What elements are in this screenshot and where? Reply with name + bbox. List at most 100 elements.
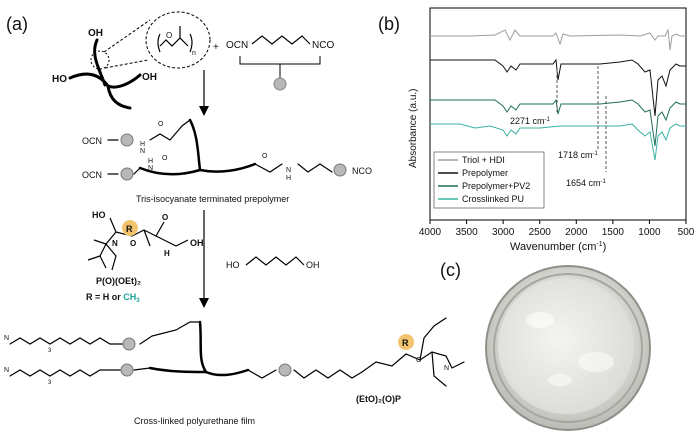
x-tick-label: 500 [678,227,695,238]
zoom-line-1 [103,19,151,53]
prepolymer-n-1: N [140,148,145,155]
r-definition-ch3-sub: 3 [136,298,140,304]
peak-2271-sup: -1 [545,117,551,123]
petri-dish-photo [485,265,651,431]
x-tick-label: 2500 [529,227,552,238]
r-definition-prefix: R = H or [86,292,123,302]
film-sphere-2 [120,363,134,377]
spectrum-prepolymer [430,58,686,117]
legend-label: Triol + HDI [462,155,505,165]
hdi-chain [251,35,311,45]
triol-structure [68,38,142,110]
film-sphere-1 [122,337,136,351]
prepolymer-n-2: N [148,165,153,172]
nitroxide-oh-end: OH [190,238,204,248]
film-n-left-top: N [4,335,9,342]
prepolymer-h-3: H [286,175,291,182]
prepolymer-o-2: O [162,155,168,162]
xlabel-main: Wavenumber (cm [510,241,596,253]
diol-oh: OH [306,260,320,270]
hdi-sphere-icon [273,77,287,91]
ftir-legend: Triol + HDI PrepolymerPrepolymer+PV2Cross… [433,151,545,209]
repeat-o: O [166,31,172,40]
dish-inner-rim [493,273,643,423]
triol-ho-left: HO [52,74,67,85]
r-definition-ch3: CH [123,292,136,302]
reaction-arrow-1 [199,70,209,116]
prepolymer-caption: Tris-isocyanate terminated prepolymer [136,194,289,204]
prepolymer-structure [107,118,333,176]
film-texture-2 [578,352,614,372]
peak-1718-label: 1718 cm [558,150,593,160]
zoom-line-2 [104,59,149,69]
peak-label-2271: 2271 cm-1 [510,116,551,126]
x-tick-label: 3000 [492,227,515,238]
hdi-nco: NCO [312,40,334,51]
legend-label: Prepolymer+PV2 [462,181,530,191]
spectrum-crosslinked-pu [430,123,686,161]
film-texture-3 [548,374,572,386]
prepolymer-ocn-bottom: OCN [82,170,102,180]
hdi-bracket [239,56,321,65]
panel-label-b: (b) [378,14,400,34]
prepolymer-h-2: H [148,158,153,165]
ftir-spectra [430,28,686,161]
x-tick-label: 1000 [638,227,661,238]
x-tick-label: 1500 [602,227,625,238]
x-tick-label: 2000 [565,227,588,238]
panel-label-a: (a) [6,14,28,34]
prepolymer-nco: NCO [352,166,372,176]
film-p-group: (EtO)₂(O)P [356,394,401,404]
nitroxide-structure [87,217,189,271]
film-n-left-bottom: N [4,367,9,374]
film-caption: Cross-linked polyurethane film [134,416,255,426]
panel-label-c: (c) [440,260,461,280]
nitroxide-o-carbonyl: O [162,213,168,222]
film-r: R [402,338,409,348]
film-sub-3-top: 3 [48,348,52,354]
ftir-x-ticks: 4000 3500 3000 2500 2000 1500 1000 500 [419,220,695,238]
legend-label: Crosslinked PU [462,194,524,204]
diol-ho: HO [226,260,240,270]
ftir-plot-frame [429,7,687,221]
peak-1654-label: 1654 cm [566,178,601,188]
nitroxide-nh: H [164,249,170,258]
triol-oh-top: OH [88,28,103,39]
reaction-arrow-2 [199,210,209,308]
hdi-ocn: OCN [226,40,248,51]
peak-label-1654: 1654 cm-1 [566,178,607,188]
prepolymer-sphere-3 [333,163,347,177]
peak-1654-sup: -1 [601,179,607,185]
prepolymer-o-1: O [158,121,164,128]
film-sub-3-bottom: 3 [48,380,52,386]
nitroxide-r-highlight [122,220,138,236]
x-tick-label: 3500 [455,227,478,238]
film-structure [9,317,465,387]
diol-chain [245,256,305,266]
prepolymer-sphere-1 [120,133,134,147]
repeat-n: n [192,50,196,57]
nitroxide-r: R [126,224,133,234]
film-sphere-3 [278,363,292,377]
ftir-x-axis-label: Wavenumber (cm-1) [510,241,606,253]
film-r-highlight [398,334,414,350]
prepolymer-n-3: N [286,167,291,174]
ftir-y-axis-label: Absorbance (a.u.) [408,89,419,169]
legend-entries: Triol + HDI PrepolymerPrepolymer+PV2Cross… [438,155,530,204]
prepolymer-sphere-2 [120,167,134,181]
polyurethane-film [498,278,634,414]
legend-label: Prepolymer [462,168,508,178]
zoom-circle-large [145,11,211,69]
film-o-1: O [416,357,422,364]
prepolymer-o-3: O [262,153,268,160]
xlabel-close: ) [603,241,607,253]
peak-1718-sup: -1 [593,151,599,157]
x-tick-label: 4000 [419,227,442,238]
polyether-repeat-unit [157,26,193,53]
spectrum-prepolymer-pv2 [430,98,686,147]
nitroxide-phosphonate: P(O)(OEt)₂ [96,276,141,286]
triol-oh-right: OH [142,72,157,83]
nitroxide-ho: HO [92,210,106,220]
film-n-1: N [444,365,449,372]
